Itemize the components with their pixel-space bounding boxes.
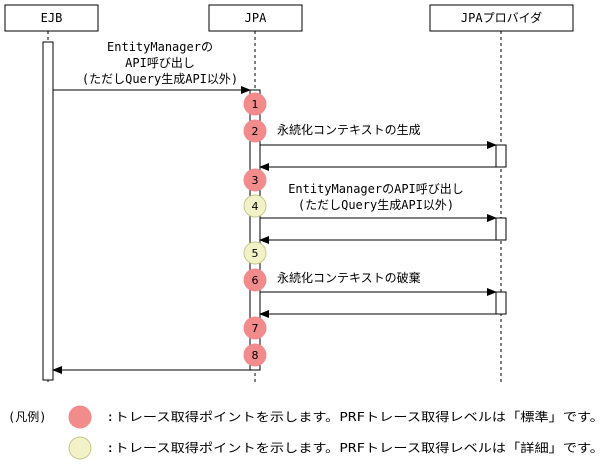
trace-point-3-number: 3 [252,174,259,187]
activation-ejb [42,41,54,381]
trace-point-1: 1 [243,92,267,116]
trace-point-2: 2 [243,119,267,143]
trace-point-6-marker [243,268,267,292]
message-1-line-2: API呼び出し [125,56,195,70]
message-1-line-3: (ただしQuery生成API以外) [82,72,238,86]
trace-point-4-number: 4 [252,200,259,213]
trace-point-4: 4 [243,194,267,218]
legend: (凡例) :トレース取得ポイントを示します。PRFトレース取得レベルは「標準」で… [8,405,604,460]
legend-detail-marker [68,436,92,460]
legend-standard-marker [68,405,92,429]
trace-point-1-number: 1 [252,98,259,111]
message-4-label: 永続化コンテキストの破棄 [277,270,421,285]
message-2: 永続化コンテキストの生成 [259,123,497,171]
legend-title: (凡例) [8,410,46,424]
trace-point-6: 6 [243,268,267,292]
activation-provider-2 [495,217,507,241]
message-1-line-1: EntityManagerの [107,40,213,54]
trace-point-5-number: 5 [252,247,259,260]
trace-point-3: 3 [243,168,267,192]
participant-jpa-provider-label: JPAプロバイダ [461,10,542,25]
trace-point-1-marker [243,92,267,116]
trace-point-5-marker [243,241,267,265]
activation-provider-1 [495,144,507,168]
trace-point-7: 7 [243,316,267,340]
trace-point-8: 8 [243,343,267,367]
trace-point-5: 5 [243,241,267,265]
participant-jpa-label: JPA [245,11,267,25]
trace-point-7-marker [243,316,267,340]
legend-detail-text: :トレース取得ポイントを示します。PRFトレース取得レベルは「詳細」です。 [106,440,604,455]
activation-provider-3 [495,291,507,315]
trace-point-4-marker [243,194,267,218]
trace-point-3-marker [243,168,267,192]
participant-ejb-label: EJB [41,11,63,25]
trace-point-2-marker [243,119,267,143]
message-3-line-2: (ただしQuery生成API以外) [298,198,454,212]
trace-point-6-number: 6 [252,274,259,287]
message-1: EntityManagerの API呼び出し (ただしQuery生成API以外) [53,40,251,94]
participant-jpa-provider: JPAプロバイダ [429,4,574,32]
message-3-line-1: EntityManagerのAPI呼び出し [288,182,464,196]
message-3: EntityManagerのAPI呼び出し (ただしQuery生成API以外) [259,182,497,244]
message-2-label: 永続化コンテキストの生成 [277,123,421,137]
trace-point-2-number: 2 [252,125,259,138]
activation-jpa [249,89,261,371]
trace-point-7-number: 7 [252,322,259,335]
message-4: 永続化コンテキストの破棄 [259,270,497,318]
trace-point-8-number: 8 [252,349,259,362]
participant-jpa: JPA [208,4,303,32]
participant-ejb: EJB [4,4,99,32]
trace-point-8-marker [243,343,267,367]
legend-standard-text: :トレース取得ポイントを示します。PRFトレース取得レベルは「標準」です。 [106,409,604,424]
